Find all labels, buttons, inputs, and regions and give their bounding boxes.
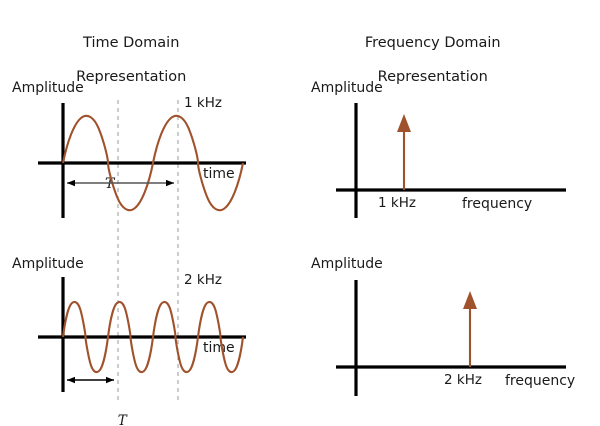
time-domain-title-line1: Time Domain bbox=[83, 35, 180, 52]
frequency-domain-2-y-axis-label: Amplitude bbox=[311, 256, 383, 272]
frequency-domain-1-impulse-head bbox=[397, 114, 411, 132]
half-period-fraction: T 2 bbox=[109, 388, 135, 426]
frequency-domain-title-line2: Representation bbox=[377, 69, 488, 86]
time-domain-2-waveform bbox=[61, 300, 245, 374]
time-domain-plot-2 bbox=[38, 277, 246, 392]
time-domain-1-x-axis-label: time bbox=[203, 166, 235, 182]
frequency-domain-2-x-axis-label: frequency bbox=[505, 373, 576, 389]
half-period-numerator: T bbox=[109, 414, 135, 426]
frequency-domain-1-tick-label: 1 kHz bbox=[378, 195, 416, 211]
time-domain-2-period-label: T 2 bbox=[89, 369, 135, 426]
time-domain-2-signal-label: 2 kHz bbox=[184, 272, 222, 288]
frequency-domain-2-impulse bbox=[463, 291, 477, 367]
time-domain-title-line2: Representation bbox=[76, 69, 187, 86]
guide-lines bbox=[117, 100, 179, 400]
frequency-domain-plot-1 bbox=[336, 103, 566, 218]
frequency-domain-title: Frequency Domain Representation bbox=[316, 18, 531, 104]
time-domain-1-waveform bbox=[61, 114, 245, 212]
frequency-domain-2-tick-label: 2 kHz bbox=[444, 372, 482, 388]
frequency-domain-1-impulse bbox=[397, 114, 411, 190]
time-domain-1-signal-label: 1 kHz bbox=[184, 95, 222, 111]
frequency-domain-1-x-axis-label: frequency bbox=[462, 196, 533, 212]
time-domain-plot-1 bbox=[38, 103, 246, 218]
time-domain-2-y-axis-label: Amplitude bbox=[12, 256, 84, 272]
frequency-domain-2-impulse-head bbox=[463, 291, 477, 309]
frequency-domain-title-line1: Frequency Domain bbox=[364, 35, 501, 52]
time-domain-2-x-axis-label: time bbox=[203, 340, 235, 356]
time-domain-1-y-axis-label: Amplitude bbox=[12, 80, 84, 96]
frequency-domain-plot-2 bbox=[336, 280, 566, 396]
frequency-domain-1-y-axis-label: Amplitude bbox=[311, 80, 383, 96]
time-domain-title: Time Domain Representation bbox=[22, 18, 222, 104]
